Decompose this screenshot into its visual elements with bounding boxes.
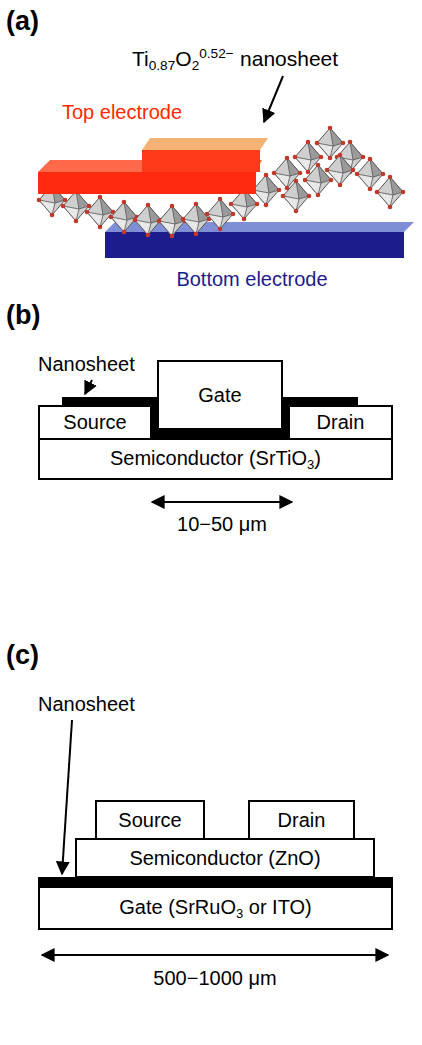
part-label: Bottom electrode [176, 268, 327, 291]
leader-arrow [62, 720, 72, 874]
electrode-front-face [38, 172, 256, 194]
box-text: Drain [317, 411, 365, 434]
box-text: Gate (SrRuO3 or ITO) [119, 896, 311, 921]
dimension-label: 10−50 μm [177, 513, 267, 536]
octahedron [281, 179, 312, 214]
octahedron [85, 195, 116, 230]
leader-arrow [85, 380, 92, 394]
dimension-label: 500−1000 μm [153, 967, 276, 990]
subscript: 2 [192, 58, 200, 73]
octahedron [325, 153, 356, 188]
leader-arrow [264, 76, 283, 122]
source-electrode: Source [95, 800, 205, 840]
semiconductor-layer: Semiconductor (ZnO) [75, 838, 375, 878]
box-text: Semiconductor (ZnO) [129, 847, 320, 870]
subscript: 3 [236, 905, 243, 920]
box-text: Source [118, 809, 181, 832]
dimension-arrow [152, 501, 292, 503]
box-label: Drain [278, 809, 326, 831]
panel-letter: (c) [6, 640, 39, 671]
octahedron [181, 202, 212, 237]
semiconductor-layer: Semiconductor (SrTiO3) [38, 438, 393, 480]
panel-letter: (b) [6, 300, 40, 331]
box-text: Gate [198, 384, 241, 407]
top-electrode [38, 138, 268, 194]
source-electrode: Source [38, 405, 152, 440]
gate-electrode: Gate [157, 360, 283, 430]
octahedron [375, 175, 406, 210]
nanosheet-octahedra [37, 126, 406, 239]
box-label: Gate (SrRuO [119, 896, 236, 918]
electrode-block-top [142, 138, 268, 150]
formula-part: nanosheet [240, 47, 338, 70]
box-label: Semiconductor (SrTiO [110, 447, 307, 469]
formula-part: Ti [132, 47, 149, 70]
box-label: Source [63, 411, 126, 433]
electrode-block-front [142, 150, 260, 172]
panel-letter: (a) [6, 6, 39, 37]
part-label: Nanosheet [38, 353, 135, 376]
box-label: Semiconductor (ZnO) [129, 847, 320, 869]
formula-label: Ti0.87O20.52− nanosheet [132, 46, 338, 74]
formula-part: O [175, 47, 191, 70]
box-label: or ITO) [243, 896, 312, 918]
superscript: 0.52− [199, 46, 234, 61]
drain-electrode: Drain [248, 800, 355, 840]
subscript: 0.87 [149, 58, 176, 73]
octahedron [355, 157, 386, 192]
box-text: Source [63, 411, 126, 434]
box-text: Semiconductor (SrTiO3) [110, 447, 321, 472]
subscript: 3 [307, 456, 314, 471]
box-label: Source [118, 809, 181, 831]
box-label: Gate [198, 384, 241, 406]
part-label: Nanosheet [38, 693, 135, 716]
octahedron [109, 200, 140, 235]
drain-electrode: Drain [288, 405, 393, 440]
box-label: ) [314, 447, 321, 469]
part-label: Top electrode [62, 101, 182, 124]
dimension-arrow [42, 954, 388, 956]
box-text: Drain [278, 809, 326, 832]
gate-electrode: Gate (SrRuO3 or ITO) [38, 886, 393, 930]
box-label: Drain [317, 411, 365, 433]
